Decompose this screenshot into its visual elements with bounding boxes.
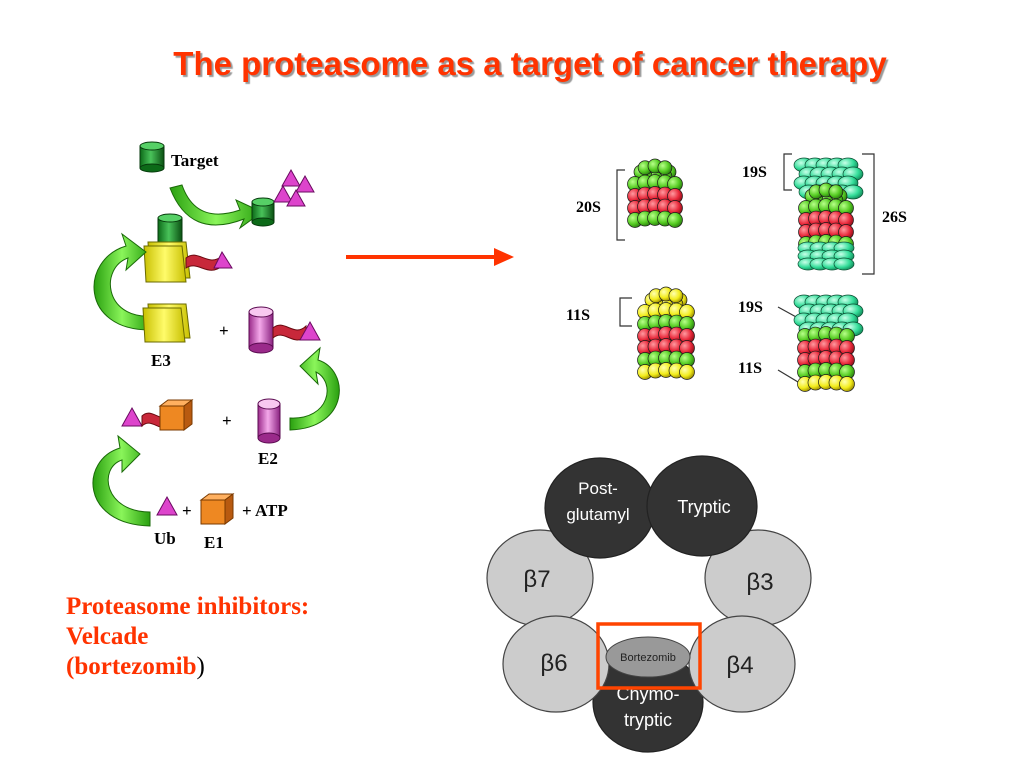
label-26s: 26S — [882, 209, 907, 226]
subunit-tryptic — [646, 455, 758, 557]
ubiquitin-pathway: Target — [92, 141, 340, 552]
plus-sign-1: + — [219, 321, 229, 340]
e2-ubiquitin-icon — [248, 306, 321, 354]
proteasome-top-ring — [668, 288, 684, 304]
e3-icon — [142, 303, 191, 343]
bortezomib-label: Bortezomib — [620, 652, 676, 664]
post-glutamyl-line1: Post- — [578, 479, 618, 498]
e1-loop-arrow — [92, 434, 151, 527]
label-11s-left: 11S — [566, 307, 590, 324]
transition-arrow — [346, 248, 514, 266]
ubiquitin-chain-icon — [273, 168, 315, 207]
inhibitor-line3: (bortezomib) — [66, 652, 309, 682]
e3-loop-arrow — [93, 232, 151, 331]
plus-sign-2: + — [222, 411, 232, 430]
e3-label: E3 — [151, 351, 171, 370]
inhibitor-close-paren: ) — [196, 653, 205, 680]
e2-icon — [257, 398, 281, 444]
ub-label: Ub — [154, 529, 176, 548]
inhibitor-line1: Proteasome inhibitors: — [66, 593, 310, 620]
e3-target-complex-icon — [143, 213, 233, 283]
bracket-20s — [616, 169, 625, 241]
proteasome-ring-subunit — [679, 364, 695, 380]
bracket-11s — [619, 297, 632, 327]
regulatory-cap-subunit — [833, 257, 855, 271]
pointer-11s — [777, 369, 799, 383]
b7-label: β7 — [523, 566, 550, 593]
b4-label: β4 — [726, 652, 753, 679]
target-curve-arrow — [169, 184, 263, 230]
atp-label: + ATP — [242, 501, 288, 520]
bracket-26s — [862, 153, 875, 275]
subunit-b4 — [688, 615, 796, 713]
proteasome-ring-subunit — [667, 212, 683, 228]
label-19s-right: 19S — [738, 299, 763, 316]
inhibitor-open-paren: ( — [66, 653, 75, 680]
pointer-19s — [777, 306, 799, 319]
slide-title: The proteasome as a target of cancer the… — [173, 45, 887, 82]
label-19s-top: 19S — [742, 164, 767, 181]
inhibitor-line2: Velcade — [66, 623, 149, 650]
e2-label: E2 — [258, 449, 278, 468]
e2-loop-arrow — [289, 346, 340, 431]
bortezomib-highlight-box — [596, 622, 702, 690]
ubiquitin-icon — [156, 495, 178, 516]
b3-label: β3 — [746, 569, 773, 596]
chymo-line2: tryptic — [624, 710, 672, 730]
label-11s-right: 11S — [738, 360, 762, 377]
e1-ubiquitin-icon — [121, 399, 194, 431]
target-cylinder-icon — [139, 141, 165, 173]
proteasome-top-ring — [828, 184, 844, 200]
e1-icon — [199, 493, 235, 525]
inhibitor-text: Proteasome inhibitors: Velcade (bortezom… — [66, 592, 309, 682]
post-glutamyl-line2: glutamyl — [566, 505, 629, 524]
bortezomib-molecule — [605, 636, 691, 678]
e1-label: E1 — [204, 533, 224, 552]
proteasome-ring-subunit — [839, 376, 855, 392]
plus-sign-3: + — [182, 501, 192, 520]
target-label: Target — [171, 151, 219, 170]
inhibitor-drug-name: bortezomib — [74, 653, 197, 680]
degraded-target-icon — [251, 197, 275, 227]
b6-label: β6 — [540, 650, 567, 677]
proteasome-top-ring — [657, 160, 673, 176]
beta-subunit-ring: Post- glutamyl Tryptic β7 β3 β6 β4 Chymo… — [486, 455, 812, 753]
bracket-19s-top — [783, 153, 792, 191]
label-20s: 20S — [576, 199, 601, 216]
tryptic-label: Tryptic — [677, 497, 730, 517]
proteasome-structures: 20S 19S 26S 11S 19S 11S — [566, 153, 907, 392]
